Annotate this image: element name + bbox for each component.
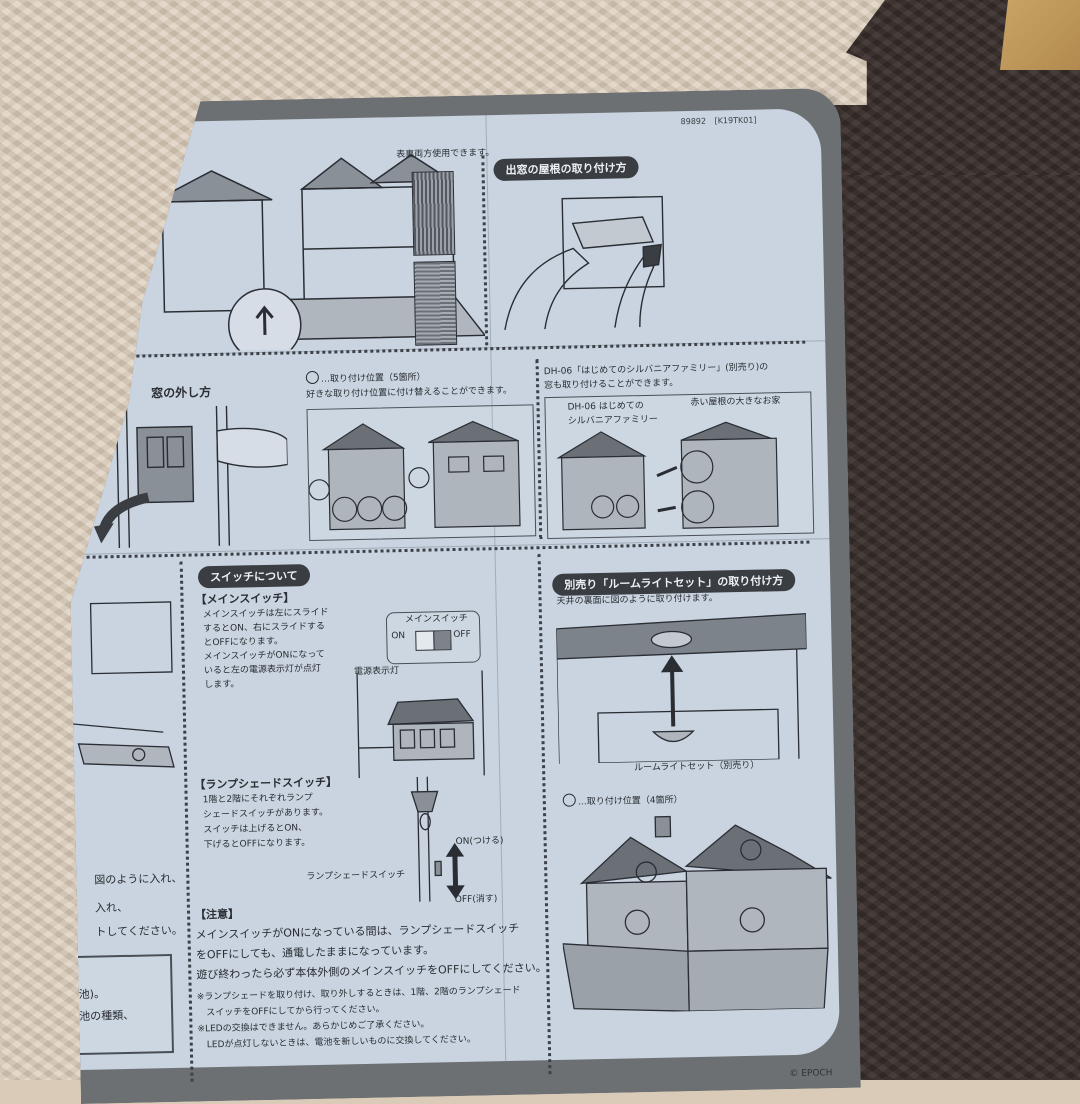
copyright: © EPOCH <box>789 1068 833 1080</box>
window-position-note: 好きな取り付け位置に付け替えることができます。 <box>306 385 513 401</box>
product-code: 89892 [K19TK01] <box>680 115 757 127</box>
main-switch-line: するとON、右にスライドする <box>203 621 326 635</box>
caution-heading: 【注意】 <box>194 907 240 922</box>
section-divider <box>180 562 194 1082</box>
hands-attaching-roof-illustration <box>492 186 675 340</box>
floor-tile-note: 表裏両方使用できます。 <box>396 148 495 161</box>
house-front-switch-illustration <box>337 660 499 778</box>
sheet-content-area: 89892 [K19TK01] 表裏両方使用できます。 出窓の屋根の取り付け方 <box>61 108 841 1070</box>
main-switch-heading: 【メインスイッチ】 <box>195 591 295 607</box>
dh06-figure: DH-06 はじめての シルバニアファミリー 赤い屋根の大きなお家 <box>544 391 814 539</box>
main-switch-callout: メインスイッチ ON OFF <box>386 610 481 664</box>
house-cutaway-illustration <box>560 808 834 1014</box>
room-light-product-label: ルームライトセット（別売り） <box>634 760 760 774</box>
callout-off-label: OFF <box>453 629 471 641</box>
section-title-bay-window-roof: 出窓の屋根の取り付け方 <box>493 156 638 181</box>
section-divider <box>536 359 543 539</box>
lamp-shade-illustration <box>409 776 472 902</box>
floor-tile-front <box>412 171 456 256</box>
window-position-legend: …取り付け位置（5箇所） <box>306 369 426 388</box>
section-title-room-light: 別売り「ルームライトセット」の取り付け方 <box>552 569 796 596</box>
battery-box-line-1: 池)。 <box>78 987 106 1001</box>
lamp-switch-line: スイッチは上げるとON、 <box>203 823 308 836</box>
callout-on-label: ON <box>391 631 406 642</box>
caution-note: ※ランプシェードを取り付け、取り外しするときは、1階、2階のランプシェード <box>196 985 521 1003</box>
callout-title: メインスイッチ <box>404 613 468 626</box>
caution-line: 遊び終わったら必ず本体外側のメインスイッチをOFFにしてください。 <box>196 961 547 982</box>
window-positions-figure <box>307 404 537 541</box>
cut-text-line-2: 入れ、 <box>94 900 129 915</box>
caution-line: をOFFにしても、通電したままになっています。 <box>195 943 435 962</box>
section-divider <box>538 554 552 1074</box>
dh06-note-line2: 窓も取り付けることができます。 <box>543 378 679 392</box>
lamp-switch-line: シェードスイッチがあります。 <box>202 807 329 821</box>
window-removal-illustration <box>86 404 289 548</box>
position-marker-icon <box>563 794 576 807</box>
room-light-position-legend: …取り付け位置（4箇所） <box>563 791 683 810</box>
switch-slider <box>415 630 451 651</box>
main-switch-line: します。 <box>204 679 240 691</box>
position-marker-icon <box>306 371 319 384</box>
switch-knob <box>433 631 450 649</box>
section-title-switch: スイッチについて <box>198 564 310 588</box>
cut-text-line-1: 図のように入れ、 <box>94 871 183 887</box>
room-light-ceiling-illustration <box>556 609 809 764</box>
instruction-sheet: 89892 [K19TK01] 表裏両方使用できます。 出窓の屋根の取り付け方 <box>60 88 861 1104</box>
main-switch-line: いると左の電源表示灯が点灯 <box>203 663 322 677</box>
caution-note: LEDが点灯しないときは、電池を新しいものに交換してください。 <box>197 1034 476 1051</box>
lamp-switch-heading: 【ランプシェードスイッチ】 <box>194 775 338 792</box>
caution-line: メインスイッチがONになっている間は、ランプシェードスイッチ <box>195 921 520 942</box>
lamp-switch-label: ランプシェードスイッチ <box>306 870 406 883</box>
room-light-note: 天井の裏面に図のように取り付けます。 <box>556 593 718 607</box>
section-title-window-removal: 窓の外し方 <box>151 385 212 401</box>
floor-tile-back <box>413 261 457 346</box>
battery-box-illustration <box>70 582 184 784</box>
lamp-switch-line: 下げるとOFFになります。 <box>203 838 311 851</box>
lamp-switch-line: 1階と2階にそれぞれランプ <box>202 793 313 806</box>
cut-text-line-3: トしてください。 <box>95 923 183 939</box>
caution-note: スイッチをOFFにしてから行ってください。 <box>197 1004 385 1019</box>
lamp-on-label: ON(つける) <box>455 836 504 848</box>
wooden-floor <box>1000 0 1080 70</box>
battery-info-box: 池)。 池の種類、 <box>68 954 174 1055</box>
battery-box-line-2: 池の種類、 <box>79 1008 135 1023</box>
lamp-off-label: OFF(消す) <box>454 894 498 906</box>
